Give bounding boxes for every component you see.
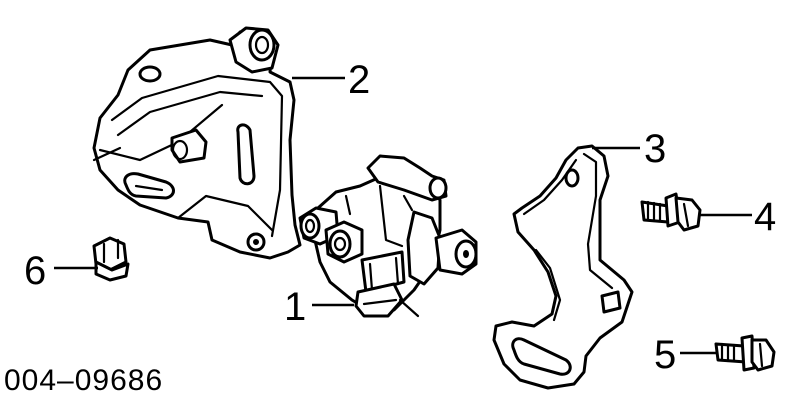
support-bracket-icon (492, 144, 634, 390)
callout-6: 6 (24, 249, 46, 293)
callout-3: 3 (644, 127, 666, 171)
bolt-icon (714, 334, 776, 372)
bolt-icon (640, 192, 702, 232)
callout-2: 2 (348, 58, 370, 102)
callout-5: 5 (654, 333, 676, 377)
callout-1: 1 (284, 285, 306, 329)
figure-code: 004–09686 (4, 364, 163, 397)
nut-icon (92, 236, 130, 282)
power-steering-pump-icon (298, 154, 478, 318)
mounting-bracket-icon (92, 26, 302, 260)
callout-4: 4 (754, 195, 776, 239)
